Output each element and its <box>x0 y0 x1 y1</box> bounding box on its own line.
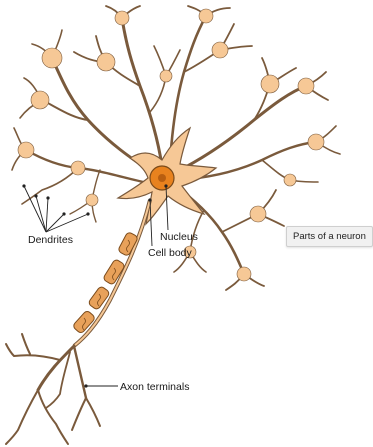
label-dendrites: Dendrites <box>28 234 73 246</box>
myelin-sheath <box>72 231 138 334</box>
caption-tooltip: Parts of a neuron <box>286 226 373 247</box>
axon-terminals <box>6 334 100 444</box>
label-nucleus: Nucleus <box>160 231 198 243</box>
nucleolus <box>158 174 166 182</box>
label-cell-body: Cell body <box>148 247 193 259</box>
label-axon-terminals: Axon terminals <box>120 381 189 393</box>
